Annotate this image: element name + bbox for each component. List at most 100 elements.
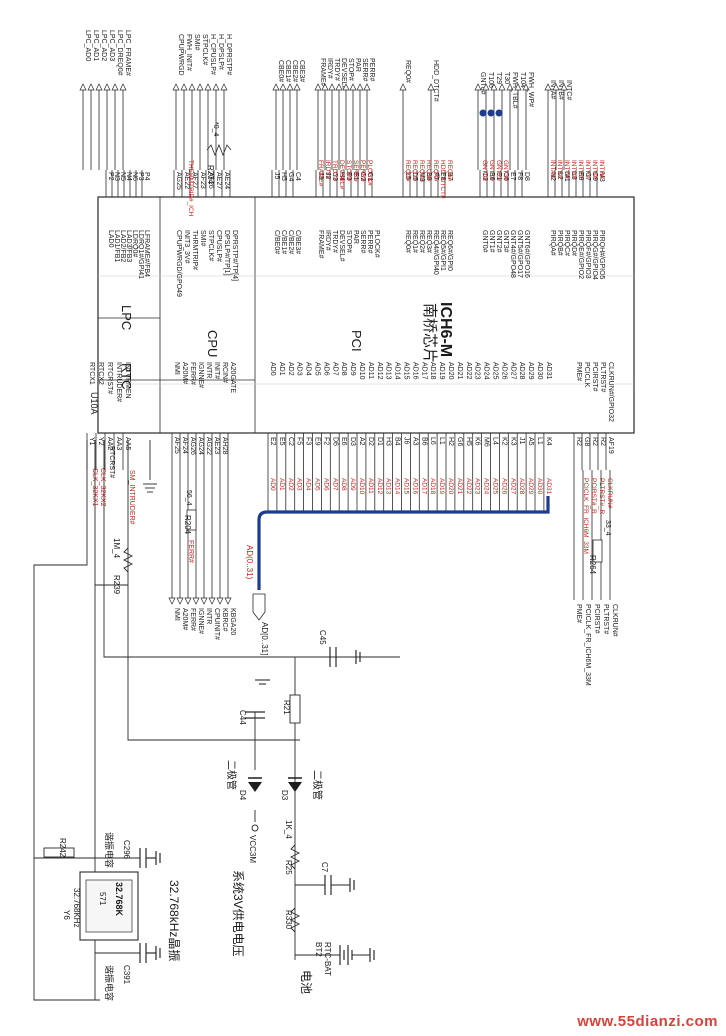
pci-req-ball: B7 — [446, 172, 453, 181]
lpc-net-port — [95, 83, 103, 91]
pci-ctl-red-net: PERR# — [359, 160, 366, 182]
rtc-ball: AA2 — [106, 437, 113, 450]
pci-cbe-net-port — [286, 83, 294, 91]
pci-ctl-ball: E1 — [352, 172, 359, 181]
pci-ad-pin-name: AD23 — [474, 362, 481, 380]
pci-cbe-pin-name: C/BE1# — [280, 230, 287, 254]
rtc-pin-name: RTCRST# — [106, 362, 113, 394]
cpu-net-port — [204, 83, 212, 91]
pci-misc-ball: R2 — [591, 437, 598, 446]
pci-ctl-net-port — [356, 83, 364, 91]
pci-ad-net: AD16 — [411, 478, 418, 495]
rtc-ball: AA3 — [115, 437, 122, 450]
pci-pirq-red-net: INTG# — [591, 160, 598, 180]
pci-gnt-net-port — [514, 83, 522, 91]
pci-cbe-pin-name: C/BE2# — [287, 230, 294, 254]
pci-ad-net: AD26 — [500, 478, 507, 495]
pci-ad-net: AD1 — [278, 478, 285, 491]
c44-capacitor — [245, 711, 265, 719]
pci-ctl-red-net: STOP# — [345, 160, 352, 182]
pci-misc-pin-name: PLTRST# — [599, 362, 606, 392]
pci-misc-pin-name: PCIRST# — [591, 362, 598, 392]
pci-ad-ball: H5 — [465, 437, 472, 446]
pci-ad-net: AD30 — [536, 478, 543, 495]
pci-ad-ball: K2 — [500, 437, 507, 446]
pci-ctl-net-port — [314, 83, 322, 91]
pci-ad-ball: E2 — [269, 437, 276, 446]
pci-pirq-pin-name: PIRQH#/GPIO5 — [598, 230, 605, 280]
pci-ctl-pin-name: PAR — [352, 230, 359, 244]
svg-text:R234: R234 — [206, 165, 215, 185]
batt-net: RTC-BAT — [323, 942, 332, 976]
pci-cbe-net: CBE0# — [277, 60, 284, 82]
cpu-bot-net: FERR# — [189, 608, 196, 631]
watermark: www.55dianzi.com — [577, 1013, 718, 1030]
cpu-bot-red-net: FERR# — [187, 540, 194, 563]
pci-req-pin-name: REQ0# — [404, 230, 411, 253]
r242-resistor: R242 — [43, 838, 75, 858]
pci-pirq-red-net: INTE# — [577, 160, 584, 179]
pci-ctl-ball: G1 — [366, 172, 373, 181]
pci-req-pin-name: REQ1# — [411, 230, 418, 253]
supply-note: 系统3V供电电压 — [231, 870, 245, 957]
batt-note: 电池 — [299, 970, 313, 994]
pci-misc-ball: G8 — [583, 437, 590, 446]
pci-pirq-ball: C7 — [584, 172, 591, 181]
pci-block-label: PCI — [349, 330, 364, 352]
cpu-bot-pin-name: FERR# — [189, 362, 196, 385]
cpu-top-pin-name: INIT3_3V# — [183, 230, 190, 264]
pci-misc-red-net: PCIRST#_R — [590, 478, 597, 514]
c7-capacitor — [295, 875, 355, 895]
svg-text:571: 571 — [98, 892, 107, 906]
pci-ad-net: AD25 — [492, 478, 499, 495]
lpc-pin-name: LAD2/FB2 — [119, 230, 126, 262]
pci-ctl-net-port — [335, 83, 343, 91]
pci-gnt-pin-name: GNT0# — [481, 230, 488, 253]
pci-misc-net: CLKRUN# — [611, 604, 618, 637]
pci-req-ball: B8 — [425, 172, 432, 181]
svg-text:二极管: 二极管 — [225, 760, 238, 790]
pci-ad-pin-name: AD29 — [527, 362, 534, 380]
r264-resistor: R264 33_4 — [588, 520, 611, 575]
cpu-top-pin-name: THRMTRIP# — [191, 230, 198, 270]
r234-resistor: R234 *0_4 — [206, 122, 232, 185]
cpu-bot-pin-name: IGNNE# — [197, 362, 204, 388]
pci-req-red-net: REQ4# — [432, 160, 439, 182]
bottom-pin-stubs: RTCX1Y1RTCX2Y2RTCRST#AA2INTRUDER#AA3INTV… — [86, 362, 614, 470]
cpu-bot-pin-name: INTR — [205, 362, 212, 378]
pci-ad-pin-name: AD9 — [349, 362, 356, 376]
pci-misc-ball: R2 — [599, 437, 606, 446]
lpc-pin-name: LDRQ1#/GPI41 — [137, 230, 144, 279]
pci-ctl-red-net: SERR# — [352, 160, 359, 182]
cpu-net: H_DPRSTP# — [225, 34, 232, 75]
pci-pirq-ball: E9 — [577, 172, 584, 181]
lpc-block-label: LPC — [119, 305, 134, 330]
pci-cbe-net-port — [293, 83, 301, 91]
pci-ad-pin-name: AD16 — [411, 362, 418, 380]
pci-gnt-ball: F8 — [516, 172, 523, 180]
pci-gnt-net-port — [490, 83, 498, 91]
vcc3m-port: VCC3M — [248, 824, 259, 863]
pci-ad-pin-name: AD25 — [492, 362, 499, 380]
pci-pirq-ball: L2 — [556, 172, 563, 180]
pci-gnt-pin-name: GNT1# — [488, 230, 495, 253]
pci-ctl-net: PERR# — [368, 58, 375, 81]
pci-cbe-pin-name: C/BE0# — [273, 230, 280, 254]
pci-ad-ball: D1 — [376, 437, 383, 446]
lpc-net: LPC_FRAME# — [124, 30, 131, 76]
pci-cbe-pin-name: C/BE3# — [294, 230, 301, 254]
pci-ad-net: AD4 — [305, 478, 312, 491]
cpu-bot-pin-name: A20GATE — [229, 362, 236, 393]
pci-cbe-net: CBE1# — [284, 60, 291, 82]
lpc-pin-name: LFRAME#/FB4 — [143, 230, 150, 277]
pci-ctl-net-port — [321, 83, 329, 91]
pci-ad-net: AD13 — [385, 478, 392, 495]
c296-label: C296 — [122, 840, 131, 860]
svg-text:R239: R239 — [112, 575, 121, 595]
crystal-freq: 32.768KHz — [72, 888, 81, 928]
pci-ad-ball: M6 — [483, 437, 490, 447]
pci-req-pin-name: REQ3# — [425, 230, 432, 253]
svg-text:33_4: 33_4 — [604, 520, 611, 536]
top-pin-stubs: LAD0P2LAD1/FB1N3LAD2/FB2N5LAD3/FB3N4LDRQ… — [105, 170, 605, 297]
pci-ad-pin-name: AD8 — [340, 362, 347, 376]
